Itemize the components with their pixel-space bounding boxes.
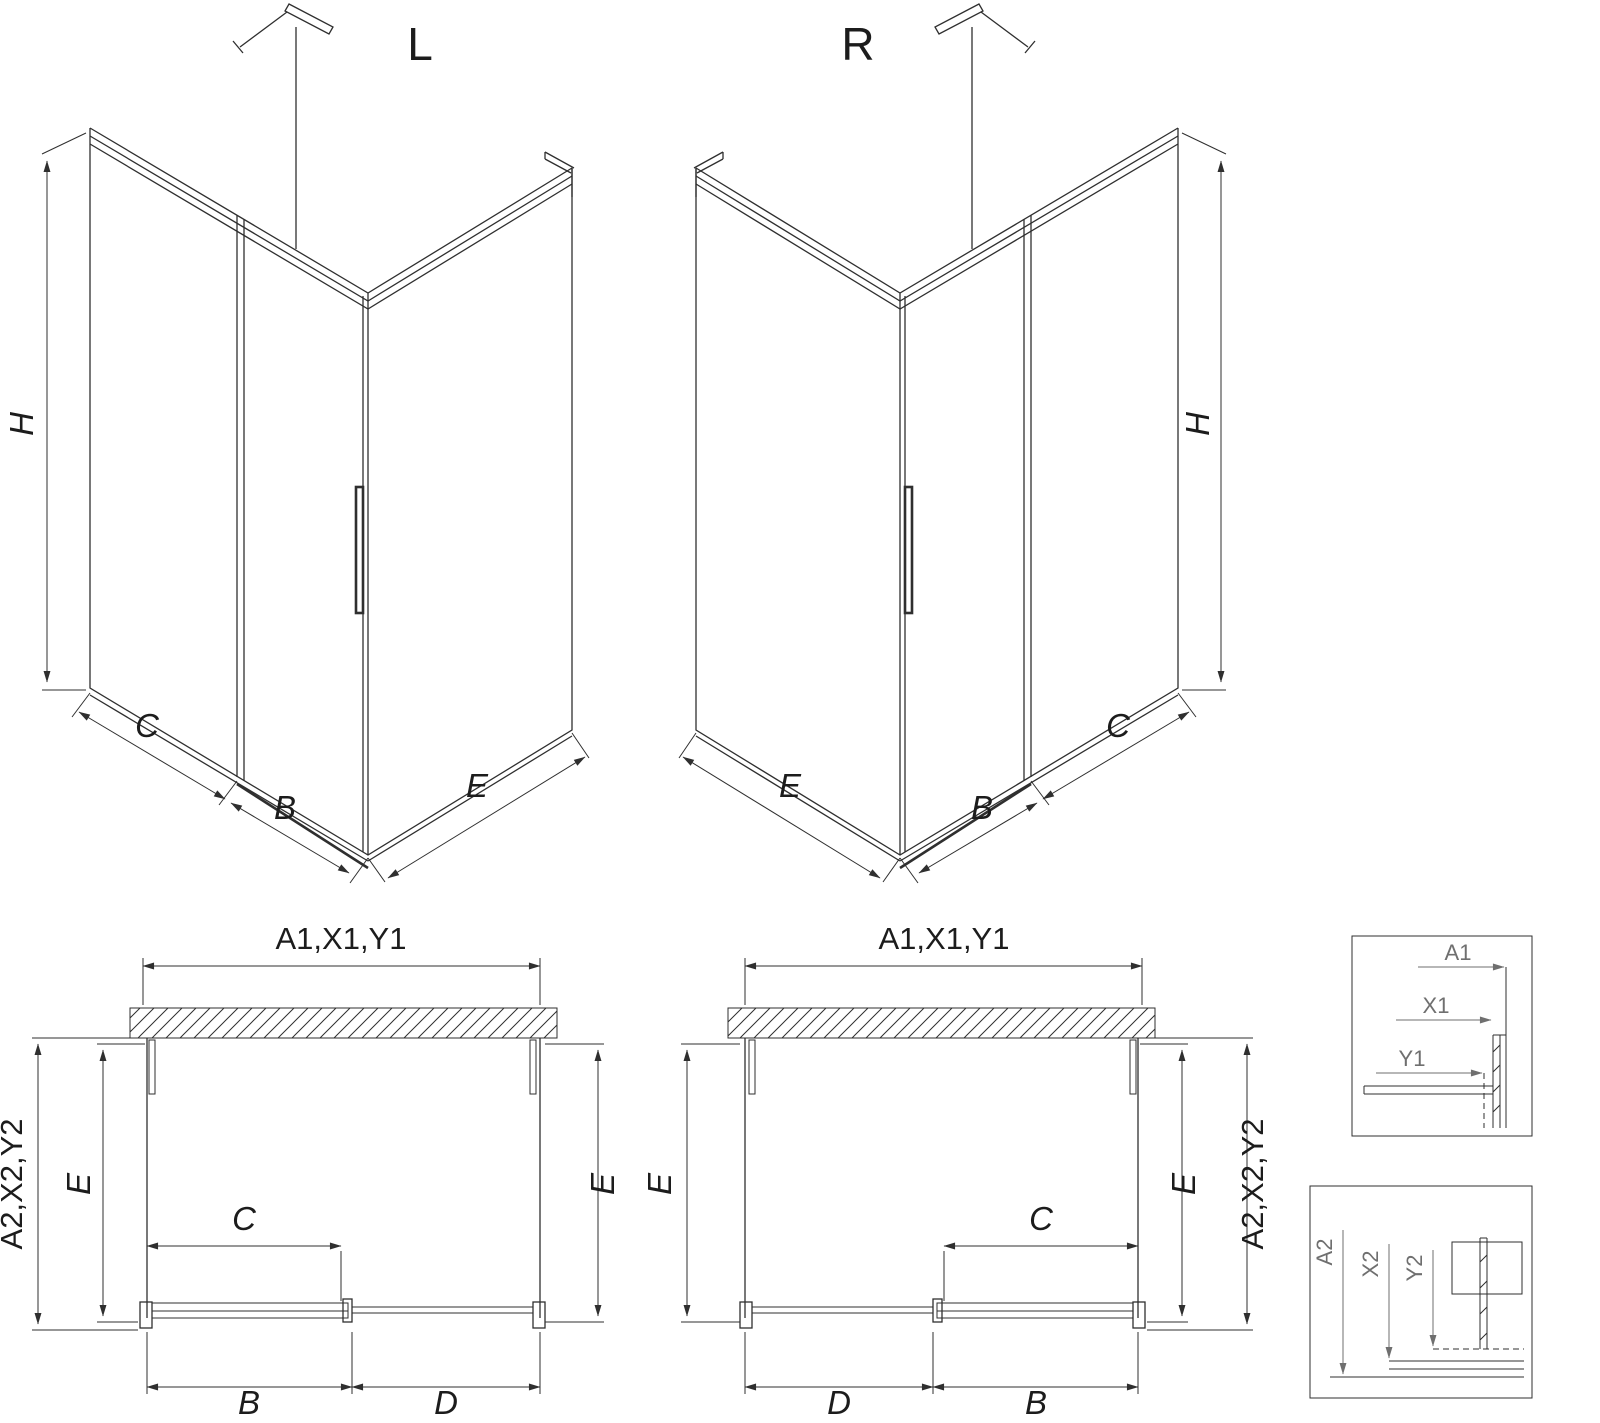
dim-c-label: C: [1029, 1200, 1054, 1237]
wall-section: [727, 1007, 1156, 1039]
dim-b-label: B: [1025, 1384, 1047, 1421]
dim-a2x2y2-label: A2,X2,Y2: [1235, 1119, 1270, 1250]
detail-top-view: A1 X1 Y1: [1351, 935, 1533, 1137]
dim-e-label: E: [584, 1172, 621, 1195]
dim-h-label: H: [1179, 412, 1216, 436]
detail-glass-section: [1492, 967, 1507, 1128]
detail-x1-label: X1: [1423, 993, 1450, 1018]
dim-c-label: C: [232, 1200, 257, 1237]
detail-frame: [1351, 935, 1533, 1137]
dim-e-label: E: [1165, 1172, 1202, 1195]
dim-c-label: C: [1106, 707, 1131, 744]
iso-left-view: L H C B E: [3, 4, 589, 883]
detail-wall-profile: [1363, 1085, 1493, 1095]
detail-glass-hatch: [1479, 1254, 1488, 1341]
detail-rail-section: [1330, 1360, 1524, 1378]
dim-a1x1y1-label: A1,X1,Y1: [879, 921, 1010, 956]
dim-e-label: E: [779, 767, 802, 804]
dim-e-label: E: [641, 1172, 678, 1195]
variant-right-label: R: [841, 18, 874, 70]
detail-glass-hatch: [1492, 1044, 1501, 1113]
plan-right-view: A1,X1,Y1 A2,X2,Y2 E E C D B: [641, 921, 1270, 1421]
detail-bottom-view: A2 X2 Y2: [1309, 1185, 1533, 1399]
iso-right-lines: [679, 4, 1226, 883]
dim-b-label: B: [274, 789, 296, 826]
plan-left-view: A1,X1,Y1 A2,X2,Y2 E E C B D: [0, 921, 621, 1421]
detail-x2-label: X2: [1358, 1251, 1383, 1278]
detail-a1-label: A1: [1445, 940, 1472, 965]
dim-a2x2y2-label: A2,X2,Y2: [0, 1119, 29, 1250]
variant-left-label: L: [407, 18, 433, 70]
dim-h-label: H: [3, 412, 40, 436]
dim-e-label: E: [466, 767, 489, 804]
dim-d-label: D: [827, 1384, 851, 1421]
dim-a1x1y1-label: A1,X1,Y1: [276, 921, 407, 956]
detail-a2-label: A2: [1312, 1239, 1337, 1266]
dim-e-label: E: [60, 1172, 97, 1195]
dim-c-label: C: [135, 707, 160, 744]
detail-fitting: [1451, 1241, 1523, 1295]
dim-b-label: B: [971, 789, 993, 826]
iso-left-lines: [42, 4, 589, 883]
wall-section: [129, 1007, 558, 1039]
dim-d-label: D: [434, 1384, 458, 1421]
detail-y2-label: Y2: [1402, 1255, 1427, 1282]
iso-right-view: R H C B E: [679, 4, 1226, 883]
dim-b-label: B: [238, 1384, 260, 1421]
detail-frame: [1309, 1185, 1533, 1399]
detail-y1-label: Y1: [1399, 1046, 1426, 1071]
